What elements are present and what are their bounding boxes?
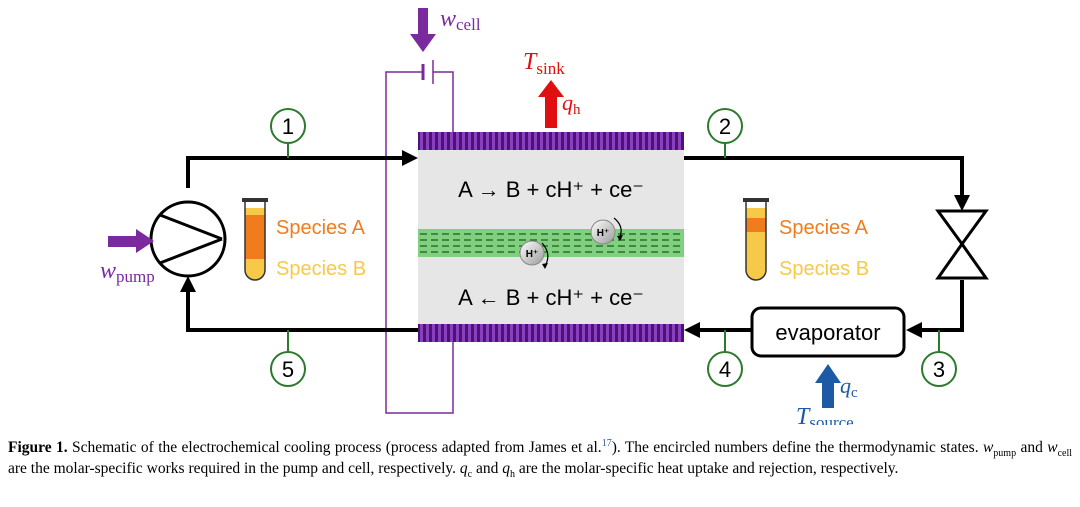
left-species-a-label: Species A xyxy=(276,217,366,239)
cell-work-arrow xyxy=(410,8,436,52)
svg-text:2: 2 xyxy=(719,114,731,139)
state-marker-2: 2 xyxy=(707,108,743,158)
sink-temperature-label: Tsink xyxy=(523,49,565,78)
heat-rejection-label: qh xyxy=(562,90,581,118)
svg-text:1: 1 xyxy=(282,114,294,139)
cell-work-label: wcell xyxy=(440,6,481,34)
source-temperature-label: Tsource xyxy=(796,404,854,425)
proton-ion-upper: H⁺ xyxy=(590,217,623,245)
svg-text:3: 3 xyxy=(933,357,945,382)
backward-reaction: A ← B + cH⁺ + ce⁻ xyxy=(458,285,644,310)
evaporator-label: evaporator xyxy=(775,320,880,345)
state-marker-5: 5 xyxy=(270,330,306,387)
membrane xyxy=(418,229,684,257)
cell-return-arrowhead xyxy=(684,322,700,338)
citation-reference[interactable]: 17 xyxy=(601,437,612,449)
svg-text:H⁺: H⁺ xyxy=(597,228,610,239)
pump-work-label: wpump xyxy=(100,258,155,286)
bottom-electrode xyxy=(418,324,684,342)
membrane-dashes xyxy=(420,233,684,253)
left-species-b-label: Species B xyxy=(276,258,366,280)
evaporator-box xyxy=(750,306,906,358)
svg-text:5: 5 xyxy=(282,357,294,382)
expansion-valve-icon xyxy=(935,209,989,280)
electrochemical-cooling-diagram: A → B + cH⁺ + ce⁻ A ← B + cH⁺ + ce⁻ H⁺ H… xyxy=(100,6,989,425)
state-marker-3: 3 xyxy=(921,330,957,387)
caption-label: Figure 1. xyxy=(8,439,68,456)
valve-inlet-arrowhead xyxy=(954,195,970,211)
svg-text:H⁺: H⁺ xyxy=(526,249,539,260)
top-electrode xyxy=(418,132,684,150)
figure-caption: Figure 1. Schematic of the electrochemic… xyxy=(8,437,1072,481)
state-marker-4: 4 xyxy=(707,330,743,387)
pump-icon xyxy=(149,200,227,278)
test-tube-right-icon xyxy=(743,198,769,281)
forward-reaction: A → B + cH⁺ + ce⁻ xyxy=(458,177,644,202)
flow-loop xyxy=(186,156,964,332)
pump-return-arrowhead xyxy=(180,276,196,292)
right-species-b-label: Species B xyxy=(779,258,869,280)
evaporator-inlet-arrowhead xyxy=(906,322,922,338)
pump-work-arrow xyxy=(108,229,154,253)
electrical-circuit xyxy=(385,60,454,414)
state-marker-1: 1 xyxy=(270,108,306,158)
heat-uptake-label: qc xyxy=(840,373,858,401)
proton-ion-lower: H⁺ xyxy=(519,240,549,269)
right-species-a-label: Species A xyxy=(779,217,869,239)
heat-rejection-arrow xyxy=(538,80,564,128)
test-tube-left-icon xyxy=(242,198,268,281)
heat-uptake-arrow xyxy=(815,364,841,408)
svg-text:4: 4 xyxy=(719,357,731,382)
inlet-arrowhead xyxy=(402,150,418,166)
